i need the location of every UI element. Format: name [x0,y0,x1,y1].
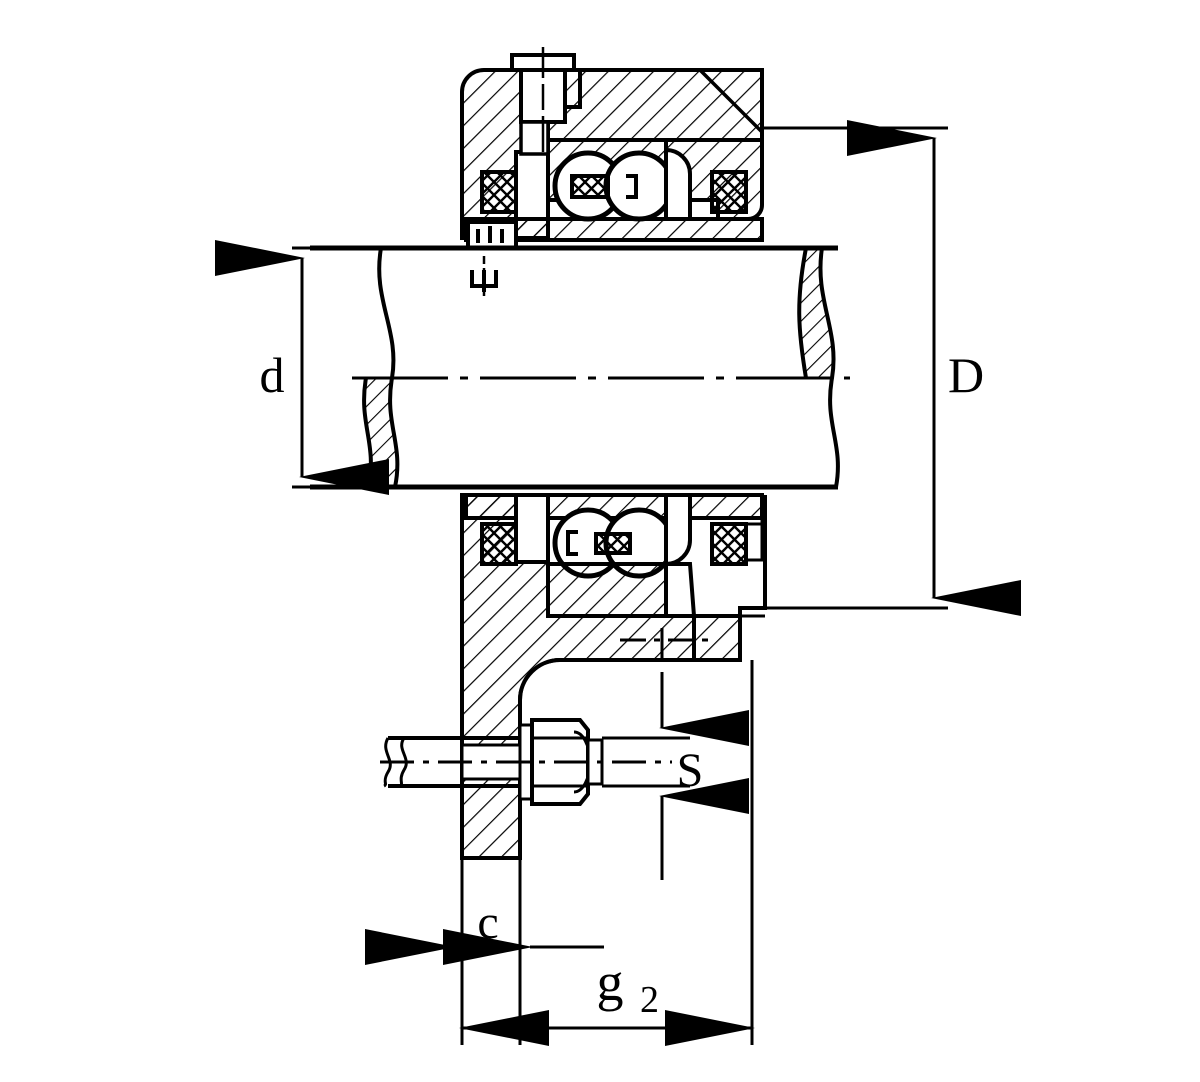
surface-finish-mark [466,220,518,296]
svg-text:2: 2 [640,979,659,1021]
ball-detail-upper [570,174,638,199]
dimension-S [604,628,749,880]
bearing-outer-ring-lower [546,562,668,618]
ball-detail-lower [566,530,632,556]
inner-ring-shoulder-upper [514,147,692,221]
seal-upper-right [710,170,748,214]
shaft [310,245,840,490]
dimension-label-d: d [260,347,285,403]
dimension-label-S: S [677,744,704,797]
inner-ring-shoulder-lower [514,493,692,567]
grub-screw [510,47,576,156]
seal-upper-left [480,170,518,214]
ball-upper-right [603,150,675,222]
svg-text:g: g [597,952,624,1012]
hex-bolt [380,718,672,806]
dimension-d [215,240,418,495]
dimension-label-g2: g 2 [597,952,660,1021]
seal-lower-right [710,522,748,566]
dimension-D [762,120,1021,616]
dimension-label-c: c [477,896,498,949]
dimension-label-D: D [948,347,984,403]
